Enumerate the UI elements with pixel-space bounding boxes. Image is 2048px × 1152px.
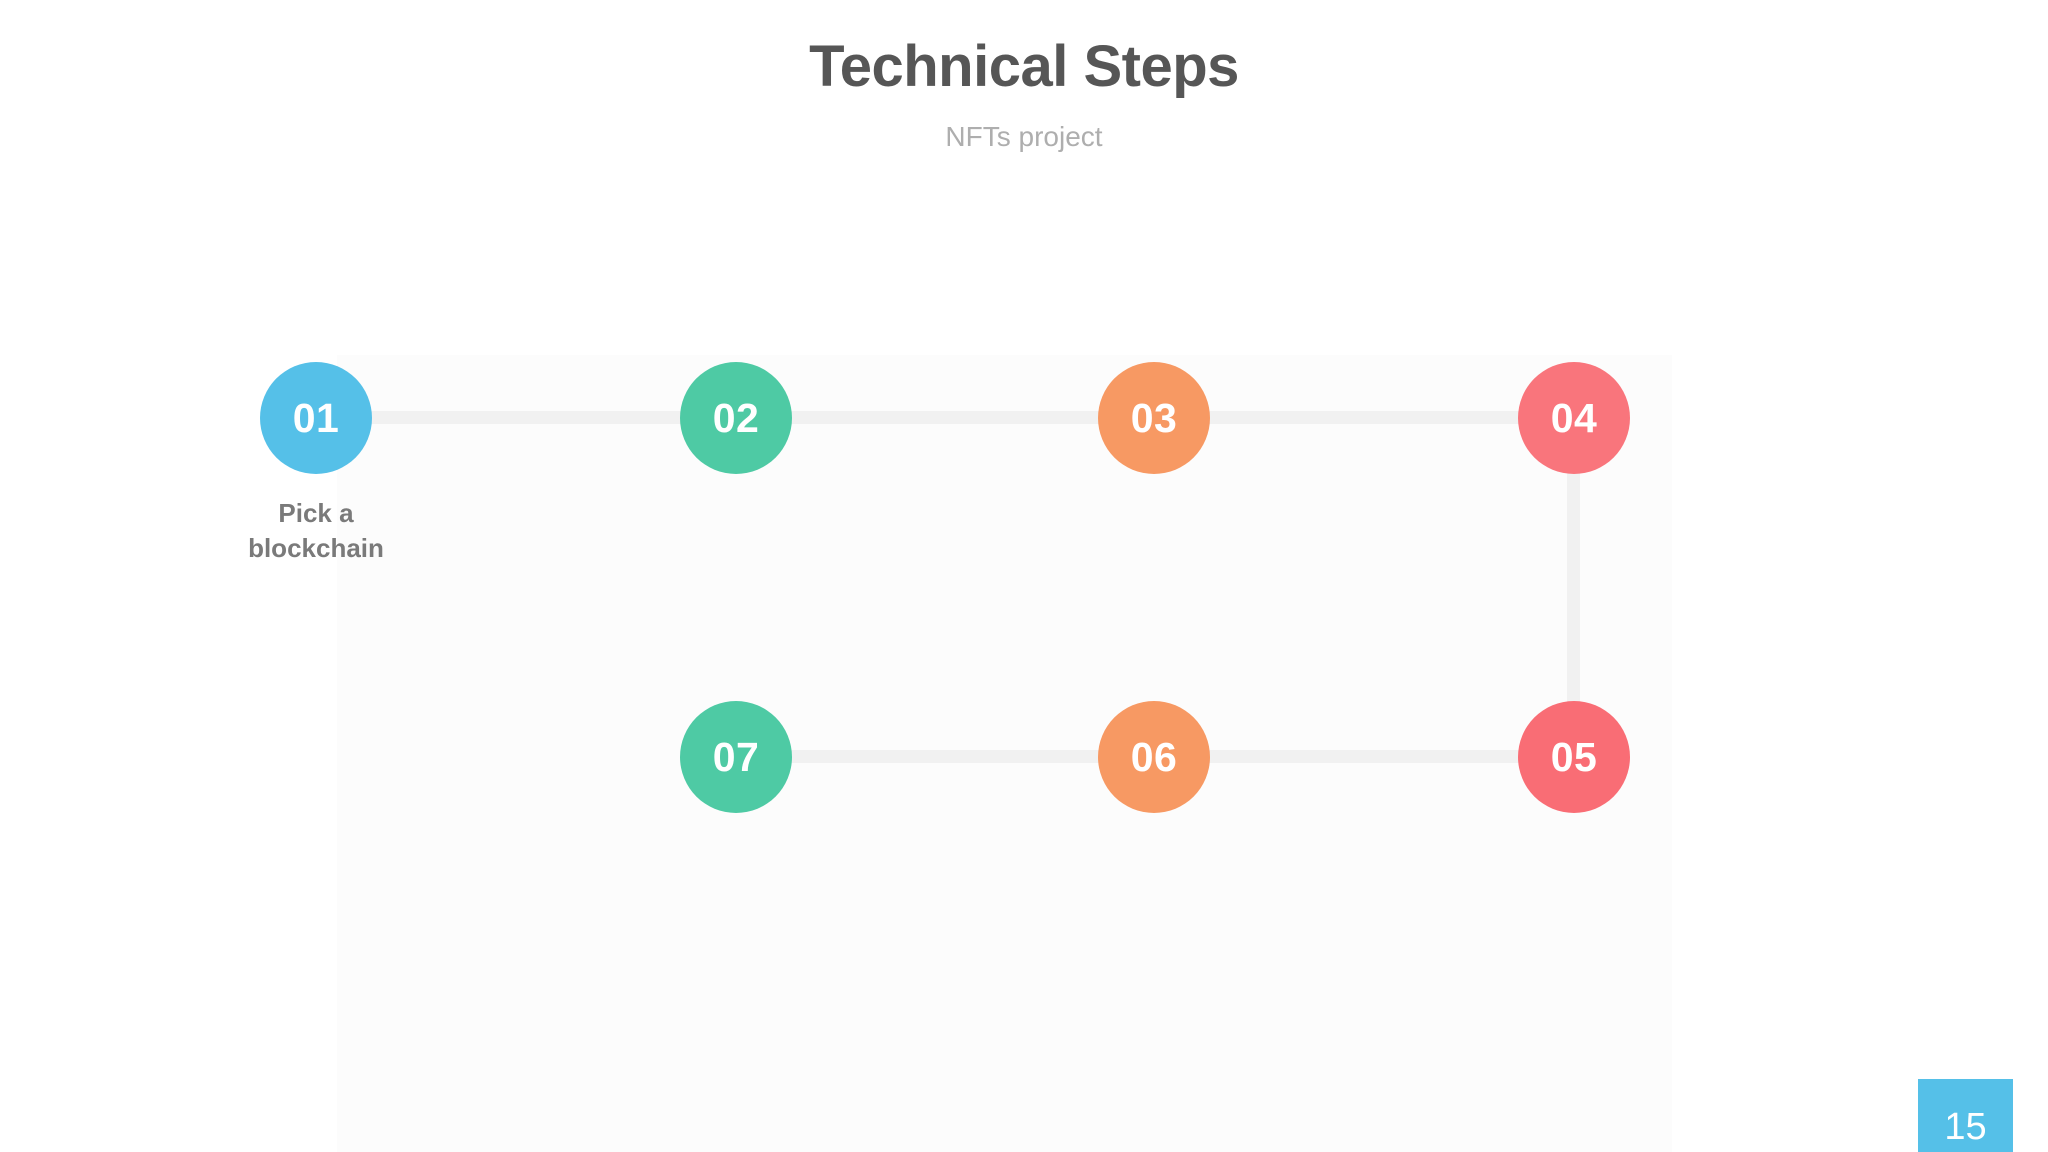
step-label-line2-01: blockchain [248, 533, 384, 564]
step-node-04[interactable]: 04 [1518, 362, 1630, 474]
step-number-06: 06 [1130, 733, 1178, 780]
connector-01-02 [330, 411, 736, 424]
step-node-06[interactable]: 06 [1098, 701, 1210, 813]
step-number-04: 04 [1550, 394, 1598, 441]
step-node-01[interactable]: 01 [260, 362, 372, 474]
connector-04-05 [1567, 430, 1580, 757]
step-number-02: 02 [712, 394, 760, 441]
step-node-02[interactable]: 02 [680, 362, 792, 474]
step-node-07[interactable]: 07 [680, 701, 792, 813]
step-number-01: 01 [292, 394, 340, 441]
slide-header: Technical Steps NFTs project [0, 0, 2048, 151]
step-number-03: 03 [1130, 394, 1178, 441]
connector-02-03 [748, 411, 1154, 424]
step-number-05: 05 [1550, 733, 1598, 780]
step-label-line1-01: Pick a [278, 498, 354, 528]
step-node-03[interactable]: 03 [1098, 362, 1210, 474]
page-title: Technical Steps [809, 34, 1239, 99]
page-subtitle: NFTs project [945, 121, 1103, 152]
connector-03-04 [1166, 411, 1574, 424]
page-number-badge: 15 [1918, 1079, 2013, 1152]
connector-05-06 [1166, 750, 1574, 763]
step-number-07: 07 [712, 733, 760, 780]
connector-06-07 [748, 750, 1154, 763]
page-number-text: 15 [1944, 1105, 1987, 1148]
step-label-01: Pick a blockchain [201, 496, 431, 566]
step-node-05[interactable]: 05 [1518, 701, 1630, 813]
